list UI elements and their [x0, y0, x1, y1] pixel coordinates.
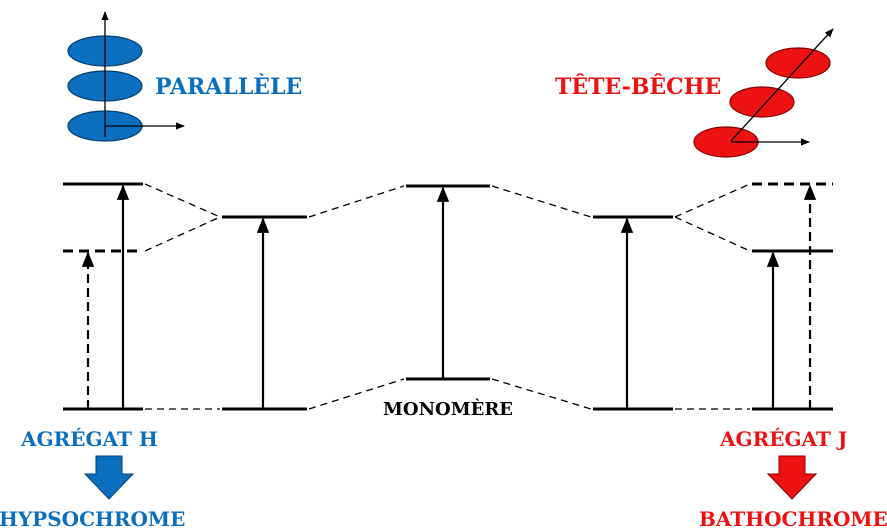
parallel-disc-stack-icon: [67, 11, 185, 142]
forbidden-transitions: [81, 184, 817, 409]
head-to-tail-label: TÊTE-BÊCHE: [555, 73, 721, 100]
monomer-label: MONOMÈRE: [383, 397, 513, 420]
parallel-label: PARALLÈLE: [155, 73, 302, 100]
aggregate-h-label: AGRÉGAT H: [20, 427, 158, 451]
down-arrow-icon-red: [766, 455, 818, 500]
correlation-lines: [144, 183, 751, 410]
hypsochrome-label: HYPSOCHROME: [0, 507, 185, 531]
staggered-disc-stack-icon: [693, 28, 834, 158]
aggregate-j-label: AGRÉGAT J: [719, 427, 847, 451]
forbidden-levels: [63, 182, 833, 253]
bathochrome-label: BATHOCHROME: [699, 507, 887, 531]
allowed-transitions: [116, 184, 780, 409]
down-arrow-icon-blue: [83, 455, 135, 500]
energy-levels: [63, 182, 833, 411]
